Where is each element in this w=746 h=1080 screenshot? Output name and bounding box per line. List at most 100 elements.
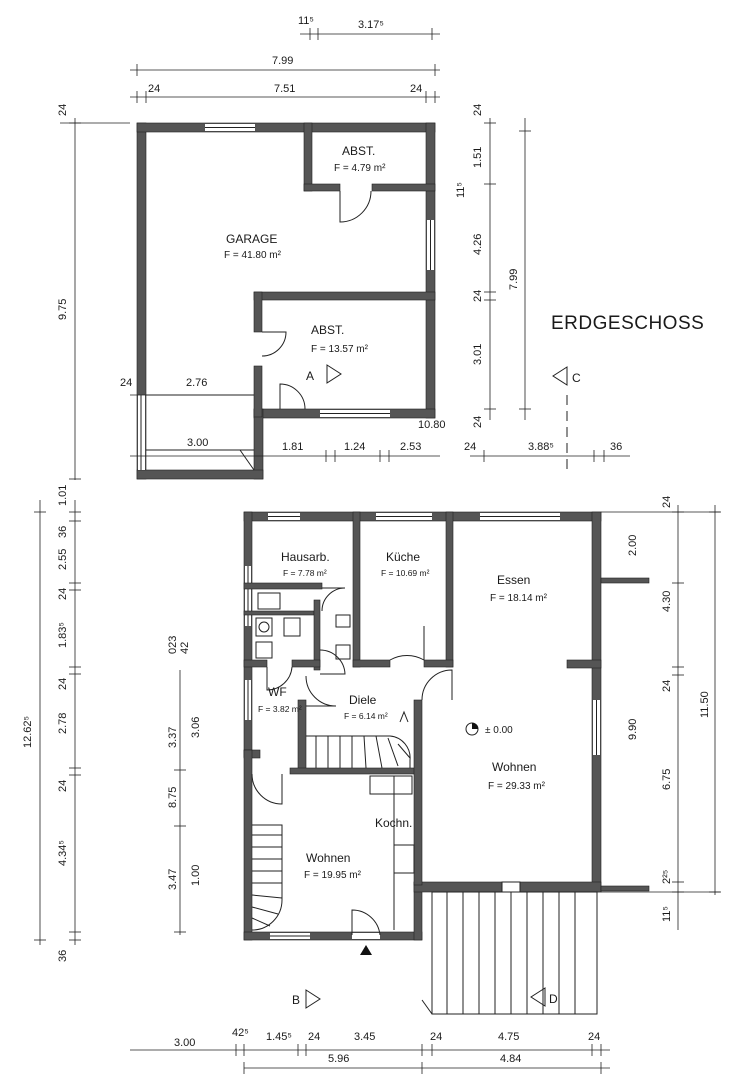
dim-label: 3.06 [190,717,202,738]
dim-label: 36 [57,950,69,962]
dim-label: 3.17⁵ [358,19,384,31]
wall [303,183,341,192]
stairs [306,735,411,769]
wall-line [239,449,255,471]
room-name-abst2: ABST. [311,323,344,337]
dim-label: 42⁵ [232,1027,249,1039]
dimension-labels: 11⁵ 3.17⁵ 7.99 24 7.51 24 24 9.75 24 2.7… [22,15,711,1065]
dim-label: 2.53 [400,441,421,453]
dim-label: 2²⁵ [661,870,673,884]
dim-label: 5.96 [328,1053,349,1065]
dim-label: 3.00 [174,1037,195,1049]
dim-label: 42 [179,642,191,654]
wall [289,767,422,775]
wall [243,582,323,590]
door-swing [261,331,287,357]
dim-label: 4.34⁵ [57,840,69,866]
door-swing [305,675,337,707]
wall [253,408,264,480]
section-c-label: C [572,371,581,385]
wall [566,659,602,669]
wall [600,577,650,584]
room-area-kueche: F = 10.69 m² [381,568,430,578]
dim-label: 1.51 [472,147,484,168]
dim-label: 023 [167,636,179,654]
door-swing [389,626,425,661]
wall [243,659,268,668]
door-swing [339,190,372,223]
room-name-kochn: Kochn. [375,816,412,830]
wall [423,659,454,668]
wall [243,610,315,616]
section-b-arrow-icon [305,989,321,1009]
dim-label: 24 [661,496,673,508]
wall [600,885,650,892]
door-swing [421,669,453,701]
dim-label: 36 [57,526,69,538]
dim-label: 1.00 [190,865,202,886]
dim-label: 24 [410,83,422,95]
stairs [251,824,283,931]
dim-label: 7.51 [274,83,295,95]
dim-label: 24 [148,83,160,95]
section-d-arrow-icon [530,987,546,1007]
wall [445,511,454,668]
room-area-wf: F = 3.82 m² [258,704,302,714]
stove-icon [393,844,415,874]
dim-label: 7.99 [272,55,293,67]
plan-title: ERDGESCHOSS [551,313,704,334]
room-name-diele: Diele [349,693,377,707]
wall [352,511,361,668]
entrance-gap [352,933,380,939]
toilet-icon [258,621,270,633]
dim-label: 3.88⁵ [528,441,554,453]
dim-label: 24 [57,588,69,600]
wall [313,599,321,671]
dim-label: 4.30 [661,591,673,612]
section-c-arrow-icon [552,366,568,386]
section-b-label: B [292,993,300,1007]
section-a-label: A [306,369,314,383]
wall [371,183,436,192]
dim-label: 9.75 [57,299,69,320]
dim-label: 1.45⁵ [266,1031,292,1043]
dim-label: 6.75 [661,769,673,790]
dim-label: 24 [308,1031,320,1043]
fixture [335,644,351,660]
dim-label: 9.90 [627,719,639,740]
dim-label: 3.37 [167,727,179,748]
dim-label: 24 [57,780,69,792]
section-a-arrow-icon [326,364,342,384]
dim-label: 1.24 [344,441,365,453]
dim-label: 2.00 [627,535,639,556]
room-area-diele: F = 6.14 m² [344,711,388,721]
section-d-label: D [549,992,558,1006]
wall [291,659,321,668]
door-swing [279,383,306,410]
dim-label: 10.80 [418,419,446,431]
wall [243,749,253,941]
room-area-wohnen-big: F = 29.33 m² [488,781,546,792]
dim-label: 11⁵ [298,15,314,27]
dim-label: 24 [120,377,132,389]
dim-label: 1.81 [282,441,303,453]
fixture [257,592,281,610]
wall [243,511,253,758]
room-name-hausarb: Hausarb. [281,550,330,564]
dim-label: 24 [588,1031,600,1043]
dim-label: 11.50 [699,691,711,718]
room-name-abst1: ABST. [342,144,375,158]
dim-label: 24 [472,416,484,428]
wall [253,365,263,418]
house-block [243,511,650,1015]
room-name-essen: Essen [497,573,530,587]
wall [425,122,436,419]
terrace [421,881,598,1015]
room-name-wohnen-big: Wohnen [492,760,536,774]
room-area-abst1: F = 4.79 m² [334,163,386,174]
wall [253,291,436,301]
door-swing [251,773,283,805]
fixture [335,614,351,628]
dim-label: 8.75 [167,787,179,808]
